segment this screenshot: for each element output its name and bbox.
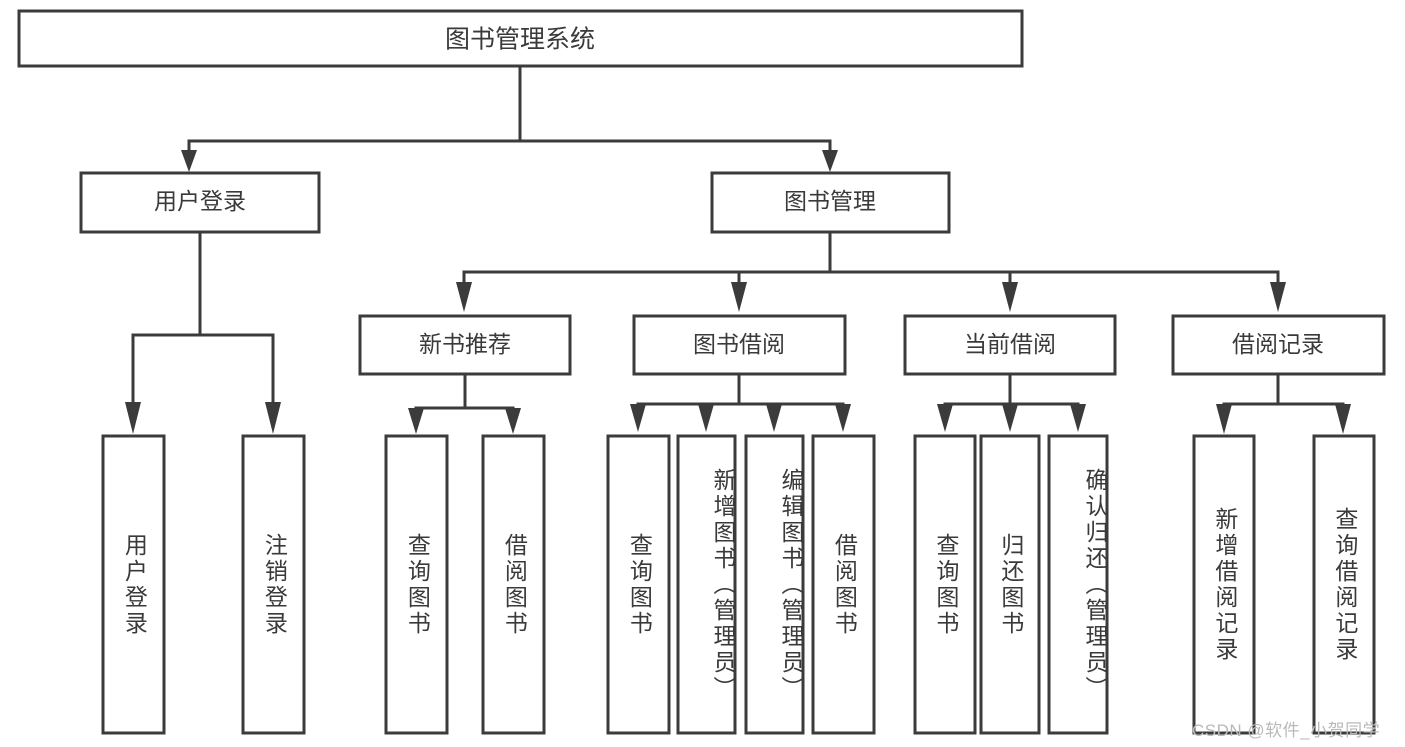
node-new-book-recommend[interactable] xyxy=(358,314,572,376)
node-book-management-label: 图书管理 xyxy=(784,188,876,214)
node-new-book-recommend-label: 新书推荐 xyxy=(419,331,511,357)
arrow-new-book-recommend xyxy=(456,282,472,312)
leaf-borrow-record-1[interactable] xyxy=(1312,434,1376,735)
arrow-br-leaf-2 xyxy=(1335,404,1351,434)
arrow-cb-leaf-1 xyxy=(937,404,953,432)
leaf-current-borrow-2[interactable] xyxy=(1047,434,1109,735)
leaf-user-login-0[interactable] xyxy=(101,434,166,735)
arrow-ul-leaf-2 xyxy=(265,402,281,434)
leaf-new-book-recommend-1[interactable] xyxy=(481,434,546,735)
arrow-book-borrow xyxy=(731,282,747,312)
node-root-label: 图书管理系统 xyxy=(445,26,595,54)
arrow-user-login xyxy=(181,150,197,172)
arrow-bb-leaf-4 xyxy=(835,404,851,432)
arrow-bb-leaf-3 xyxy=(766,404,782,432)
node-book-management[interactable] xyxy=(710,171,951,234)
arrow-br-leaf-1 xyxy=(1216,404,1232,434)
arrow-cb-leaf-3 xyxy=(1070,404,1086,432)
node-current-borrow[interactable] xyxy=(903,314,1117,376)
leaf-new-book-recommend-0[interactable] xyxy=(384,434,449,735)
arrow-current-borrow xyxy=(1002,282,1018,312)
arrow-nbr-leaf-1 xyxy=(408,408,424,434)
csdn-watermark: CSDN @软件_小贺同学 xyxy=(1192,721,1381,740)
leaf-borrow-record-0[interactable] xyxy=(1192,434,1256,735)
leaf-current-borrow-1[interactable] xyxy=(979,434,1041,735)
arrow-nbr-leaf-2 xyxy=(505,408,521,434)
node-borrow-record-label: 借阅记录 xyxy=(1232,331,1324,357)
node-user-login-label: 用户登录 xyxy=(154,188,246,214)
leaf-book-borrow-3[interactable] xyxy=(811,434,876,735)
leaf-book-borrow-0[interactable] xyxy=(606,434,671,735)
arrow-book-mgmt xyxy=(822,150,838,172)
leaf-book-borrow-2[interactable] xyxy=(744,434,805,735)
node-book-borrow-label: 图书借阅 xyxy=(693,331,785,357)
arrow-bb-leaf-1 xyxy=(630,404,646,432)
arrow-bb-leaf-2 xyxy=(698,404,714,432)
leaf-current-borrow-0[interactable] xyxy=(913,434,977,735)
node-book-borrow[interactable] xyxy=(632,314,847,376)
arrow-borrow-record xyxy=(1270,282,1286,312)
node-borrow-record[interactable] xyxy=(1171,314,1386,376)
node-current-borrow-label: 当前借阅 xyxy=(964,331,1056,357)
arrow-ul-leaf-1 xyxy=(125,402,141,434)
node-root-book-management-system[interactable] xyxy=(17,9,1024,68)
arrow-cb-leaf-2 xyxy=(1002,404,1018,432)
leaf-user-login-1[interactable] xyxy=(241,434,306,735)
leaf-book-borrow-1[interactable] xyxy=(676,434,737,735)
